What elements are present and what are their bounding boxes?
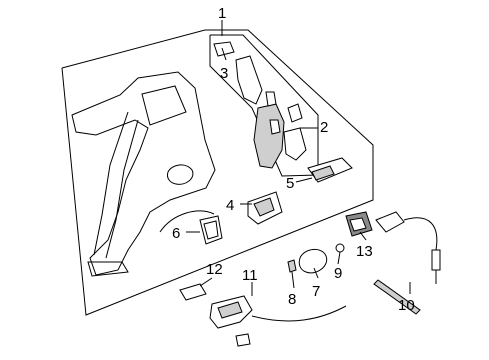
callout-6: 6 — [172, 225, 180, 242]
part-4-housing — [247, 191, 283, 225]
leader-lines — [186, 47, 411, 296]
inner-panel-parts — [213, 41, 307, 169]
part-9-bumper — [335, 243, 345, 253]
callout-10: 10 — [398, 297, 415, 314]
callout-12: 12 — [206, 261, 223, 278]
callout-2: 2 — [320, 119, 328, 136]
assembly-frame — [61, 20, 374, 316]
callout-13: 13 — [356, 243, 373, 260]
callout-5: 5 — [286, 175, 294, 192]
callout-7: 7 — [312, 283, 320, 300]
part-10-cable — [373, 211, 441, 315]
part-8-clip — [287, 259, 297, 273]
callout-9: 9 — [334, 265, 342, 282]
inner-panel-frame — [209, 34, 319, 177]
callout-1: 1 — [218, 5, 226, 22]
callout-4: 4 — [226, 197, 234, 214]
part-11-lock — [209, 295, 347, 347]
part-12-bracket — [179, 283, 207, 301]
part-6-seal — [199, 215, 223, 245]
part-13-actuator — [345, 211, 373, 237]
part-5-bracket — [307, 157, 353, 183]
callout-labels: 1 2 3 4 5 6 7 8 9 10 11 12 13 — [172, 5, 415, 314]
callout-3: 3 — [220, 65, 228, 82]
quarter-panel — [71, 71, 216, 277]
callout-8: 8 — [288, 291, 296, 308]
callout-11: 11 — [242, 267, 258, 284]
part-7-fuel-door — [298, 249, 328, 274]
